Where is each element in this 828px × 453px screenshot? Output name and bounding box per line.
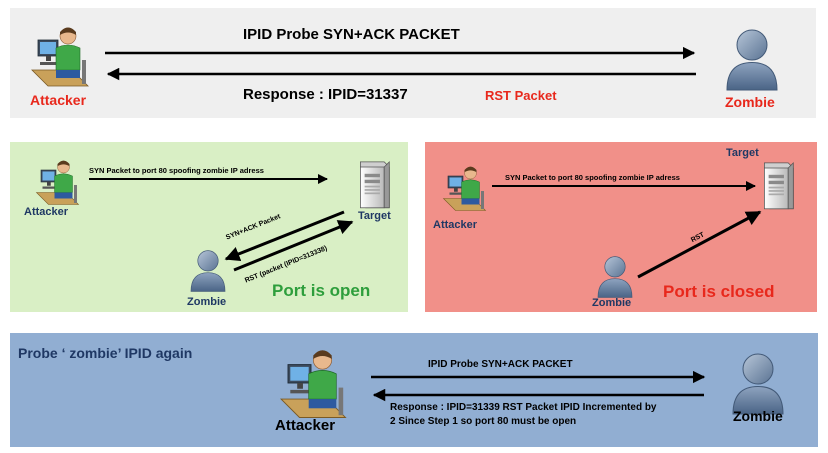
port-closed-result: Port is closed	[663, 282, 775, 301]
port-open-result: Port is open	[272, 281, 371, 300]
rst-arrow	[637, 210, 762, 279]
target-label: Target	[726, 147, 759, 159]
zombie-icon	[732, 353, 784, 415]
response-label: Response : IPID=31337	[243, 86, 408, 103]
zombie-label: Zombie	[733, 408, 783, 424]
target-label: Target	[358, 210, 391, 222]
step1-panel	[10, 8, 816, 118]
step3-panel	[10, 333, 818, 447]
probe-label: IPID Probe SYN+ACK PACKET	[243, 26, 460, 43]
attacker-icon	[36, 160, 79, 205]
rst-label: RST Packet	[485, 88, 557, 103]
zombie-icon	[726, 29, 778, 91]
response-label-line2: 2 Since Step 1 so port 80 must be open	[390, 416, 577, 427]
zombie-label: Zombie	[592, 297, 632, 309]
attacker-icon	[31, 27, 89, 87]
response-label-line1: Response : IPID=31339 RST Packet IPID In…	[390, 402, 657, 413]
probe-label: IPID Probe SYN+ACK PACKET	[428, 359, 573, 370]
attacker-icon	[280, 349, 347, 419]
synack-arrow	[224, 210, 345, 261]
zombie-icon	[597, 256, 633, 298]
attacker-icon	[443, 166, 486, 211]
attacker-label: Attacker	[24, 206, 69, 218]
rst-arrow	[233, 220, 354, 272]
attacker-label: Attacker	[275, 417, 336, 434]
syn-label: SYN Packet to port 80 spoofing zombie IP…	[89, 166, 264, 175]
zombie-label: Zombie	[725, 94, 775, 110]
attacker-label: Attacker	[30, 92, 87, 108]
target-server-icon	[763, 162, 794, 210]
syn-label: SYN Packet to port 80 spoofing zombie IP…	[505, 173, 680, 182]
step3-title: Probe ‘ zombie’ IPID again	[18, 345, 193, 361]
target-server-icon	[359, 161, 390, 209]
attacker-label: Attacker	[433, 219, 478, 231]
zombie-label: Zombie	[187, 296, 227, 308]
zombie-icon	[190, 250, 226, 292]
